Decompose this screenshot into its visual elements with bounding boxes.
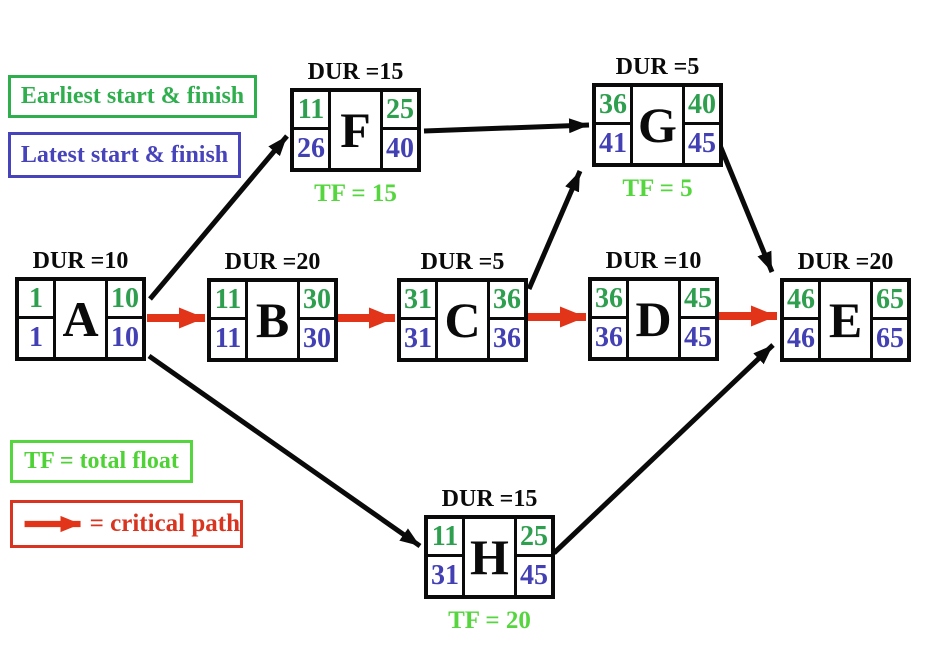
- activity-node-h: DUR =15 11 H 25 31 45 TF = 20: [424, 486, 555, 634]
- duration-label: DUR =15: [307, 59, 404, 85]
- activity-letter: H: [470, 529, 509, 585]
- earliest-finish-value: 10: [105, 281, 142, 319]
- earliest-finish-value: 40: [682, 87, 719, 125]
- legend-critical-path: = critical path: [10, 500, 243, 548]
- latest-finish-value: 30: [297, 320, 334, 358]
- latest-finish-value: 45: [514, 557, 551, 595]
- legend-latest-label: Latest start & finish: [20, 141, 229, 168]
- duration-label: DUR =10: [32, 248, 129, 274]
- node-box: 36 D 45 36 45: [588, 277, 719, 361]
- latest-start-value: 41: [596, 125, 633, 163]
- earliest-finish-value: 25: [380, 92, 417, 130]
- latest-start-value: 31: [428, 557, 465, 595]
- latest-start-value: 26: [294, 130, 331, 168]
- earliest-start-value: 36: [592, 281, 629, 319]
- node-box: 11 F 25 26 40: [290, 88, 421, 172]
- node-box: 46 E 65 46 65: [780, 278, 911, 362]
- latest-start-value: 36: [592, 319, 629, 357]
- activity-node-a: DUR =10 1 A 10 1 10: [15, 248, 146, 361]
- legend-total-float: TF = total float: [10, 440, 193, 483]
- latest-finish-value: 40: [380, 130, 417, 168]
- duration-label: DUR =20: [797, 249, 894, 275]
- activity-node-c: DUR =5 31 C 36 31 36: [397, 249, 528, 362]
- activity-node-f: DUR =15 11 F 25 26 40 TF = 15: [290, 59, 421, 207]
- activity-letter: C: [444, 292, 481, 348]
- earliest-start-value: 31: [401, 282, 438, 320]
- duration-label: DUR =10: [605, 248, 702, 274]
- duration-label: DUR =20: [224, 249, 321, 275]
- latest-start-value: 1: [19, 319, 56, 357]
- critical-path-arrow-icon: [24, 515, 81, 533]
- earliest-start-value: 11: [294, 92, 331, 130]
- activity-letter: D: [635, 291, 672, 347]
- earliest-start-value: 1: [19, 281, 56, 319]
- node-box: 31 C 36 31 36: [397, 278, 528, 362]
- node-box: 11 H 25 31 45: [424, 515, 555, 599]
- latest-finish-value: 10: [105, 319, 142, 357]
- legend-earliest-label: Earliest start & finish: [20, 83, 245, 109]
- activity-letter: G: [638, 97, 677, 153]
- latest-finish-value: 36: [487, 320, 524, 358]
- earliest-finish-value: 30: [297, 282, 334, 320]
- legend-earliest-start-finish: Earliest start & finish: [8, 75, 257, 118]
- earliest-finish-value: 36: [487, 282, 524, 320]
- earliest-finish-value: 65: [870, 282, 907, 320]
- activity-letter: A: [62, 291, 99, 347]
- latest-finish-value: 45: [682, 125, 719, 163]
- arrow-h-to-e: [552, 343, 775, 555]
- activity-letter: F: [340, 102, 371, 158]
- earliest-start-value: 36: [596, 87, 633, 125]
- arrow-f-to-g: [423, 118, 590, 134]
- latest-start-value: 31: [401, 320, 438, 358]
- legend-latest-start-finish: Latest start & finish: [8, 132, 241, 178]
- total-float-label: TF = 5: [622, 175, 693, 202]
- duration-label: DUR =5: [420, 249, 505, 275]
- node-box: 11 B 30 11 30: [207, 278, 338, 362]
- legend-total-float-label: TF = total float: [24, 448, 179, 474]
- latest-start-value: 46: [784, 320, 821, 358]
- activity-node-g: DUR =5 36 G 40 41 45 TF = 5: [592, 54, 723, 202]
- total-float-label: TF = 20: [448, 607, 531, 634]
- latest-finish-value: 65: [870, 320, 907, 358]
- node-box: 1 A 10 1 10: [15, 277, 146, 361]
- legend-critical-path-label: = critical path: [89, 510, 240, 537]
- earliest-start-value: 11: [428, 519, 465, 557]
- activity-node-b: DUR =20 11 B 30 11 30: [207, 249, 338, 362]
- latest-start-value: 11: [211, 320, 248, 358]
- activity-letter: B: [255, 292, 290, 348]
- earliest-start-value: 46: [784, 282, 821, 320]
- earliest-finish-value: 25: [514, 519, 551, 557]
- earliest-start-value: 11: [211, 282, 248, 320]
- duration-label: DUR =15: [441, 486, 538, 512]
- activity-node-d: DUR =10 36 D 45 36 45: [588, 248, 719, 361]
- activity-node-e: DUR =20 46 E 65 46 65: [780, 249, 911, 362]
- duration-label: DUR =5: [615, 54, 700, 80]
- activity-letter: E: [828, 292, 863, 348]
- total-float-label: TF = 15: [314, 180, 397, 207]
- earliest-finish-value: 45: [678, 281, 715, 319]
- latest-finish-value: 45: [678, 319, 715, 357]
- node-box: 36 G 40 41 45: [592, 83, 723, 167]
